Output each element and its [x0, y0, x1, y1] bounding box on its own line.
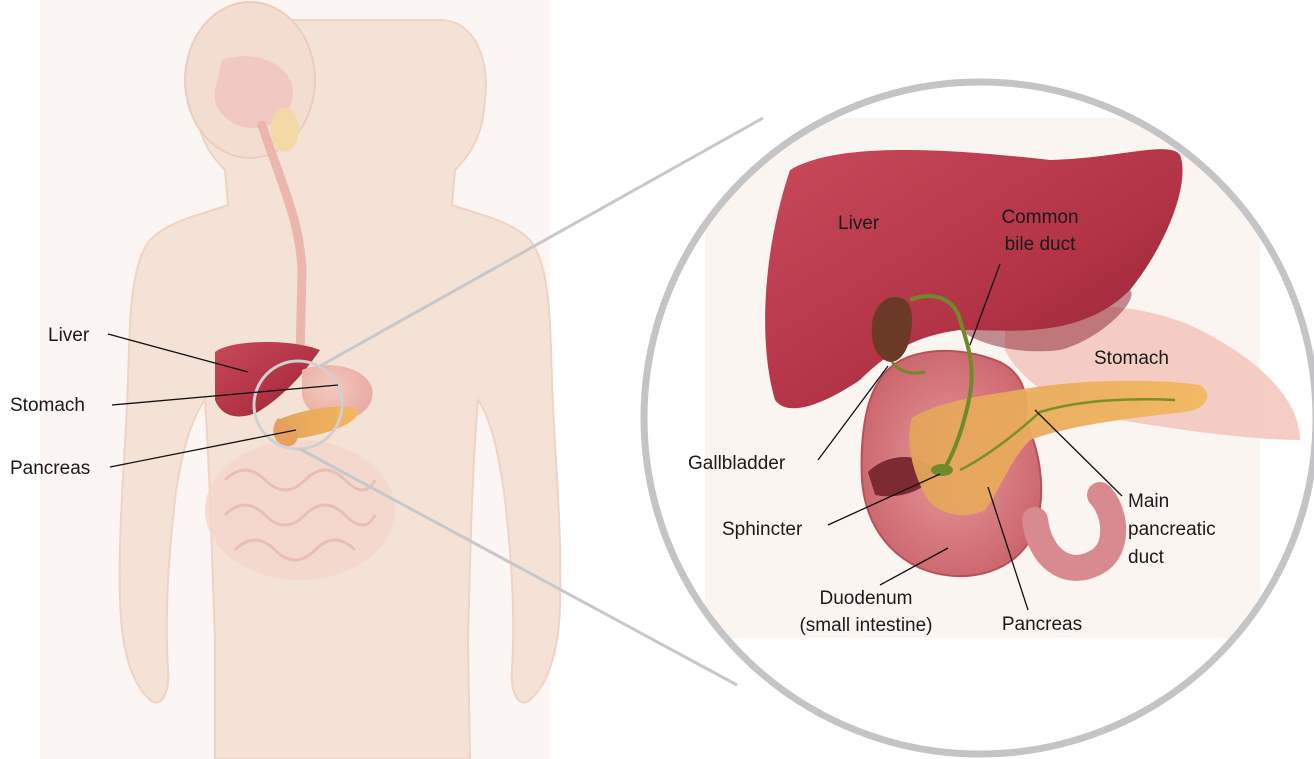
detail-label-main-duct-3: duct [1128, 547, 1165, 568]
detail-label-duodenum-2: (small intestine) [799, 615, 932, 636]
salivary-gland [271, 108, 299, 152]
detail-label-pancreas: Pancreas [1002, 614, 1082, 635]
detail-label-common-bile-duct-1: Common [1001, 207, 1078, 228]
sphincter-large [931, 464, 953, 476]
detail-label-main-duct-2: pancreatic [1128, 519, 1216, 540]
detail-label-duodenum-1: Duodenum [820, 588, 913, 609]
body-label-liver: Liver [48, 325, 90, 346]
detail-label-common-bile-duct-2: bile duct [1005, 234, 1076, 255]
detail-label-sphincter: Sphincter [722, 519, 803, 540]
detail-label-stomach: Stomach [1094, 348, 1169, 369]
body-figure [40, 0, 560, 759]
detail-label-liver: Liver [838, 213, 880, 234]
body-label-pancreas: Pancreas [10, 458, 90, 479]
body-label-stomach: Stomach [10, 395, 85, 416]
detail-label-gallbladder: Gallbladder [688, 453, 786, 474]
detail-label-main-duct-1: Main [1128, 491, 1169, 512]
